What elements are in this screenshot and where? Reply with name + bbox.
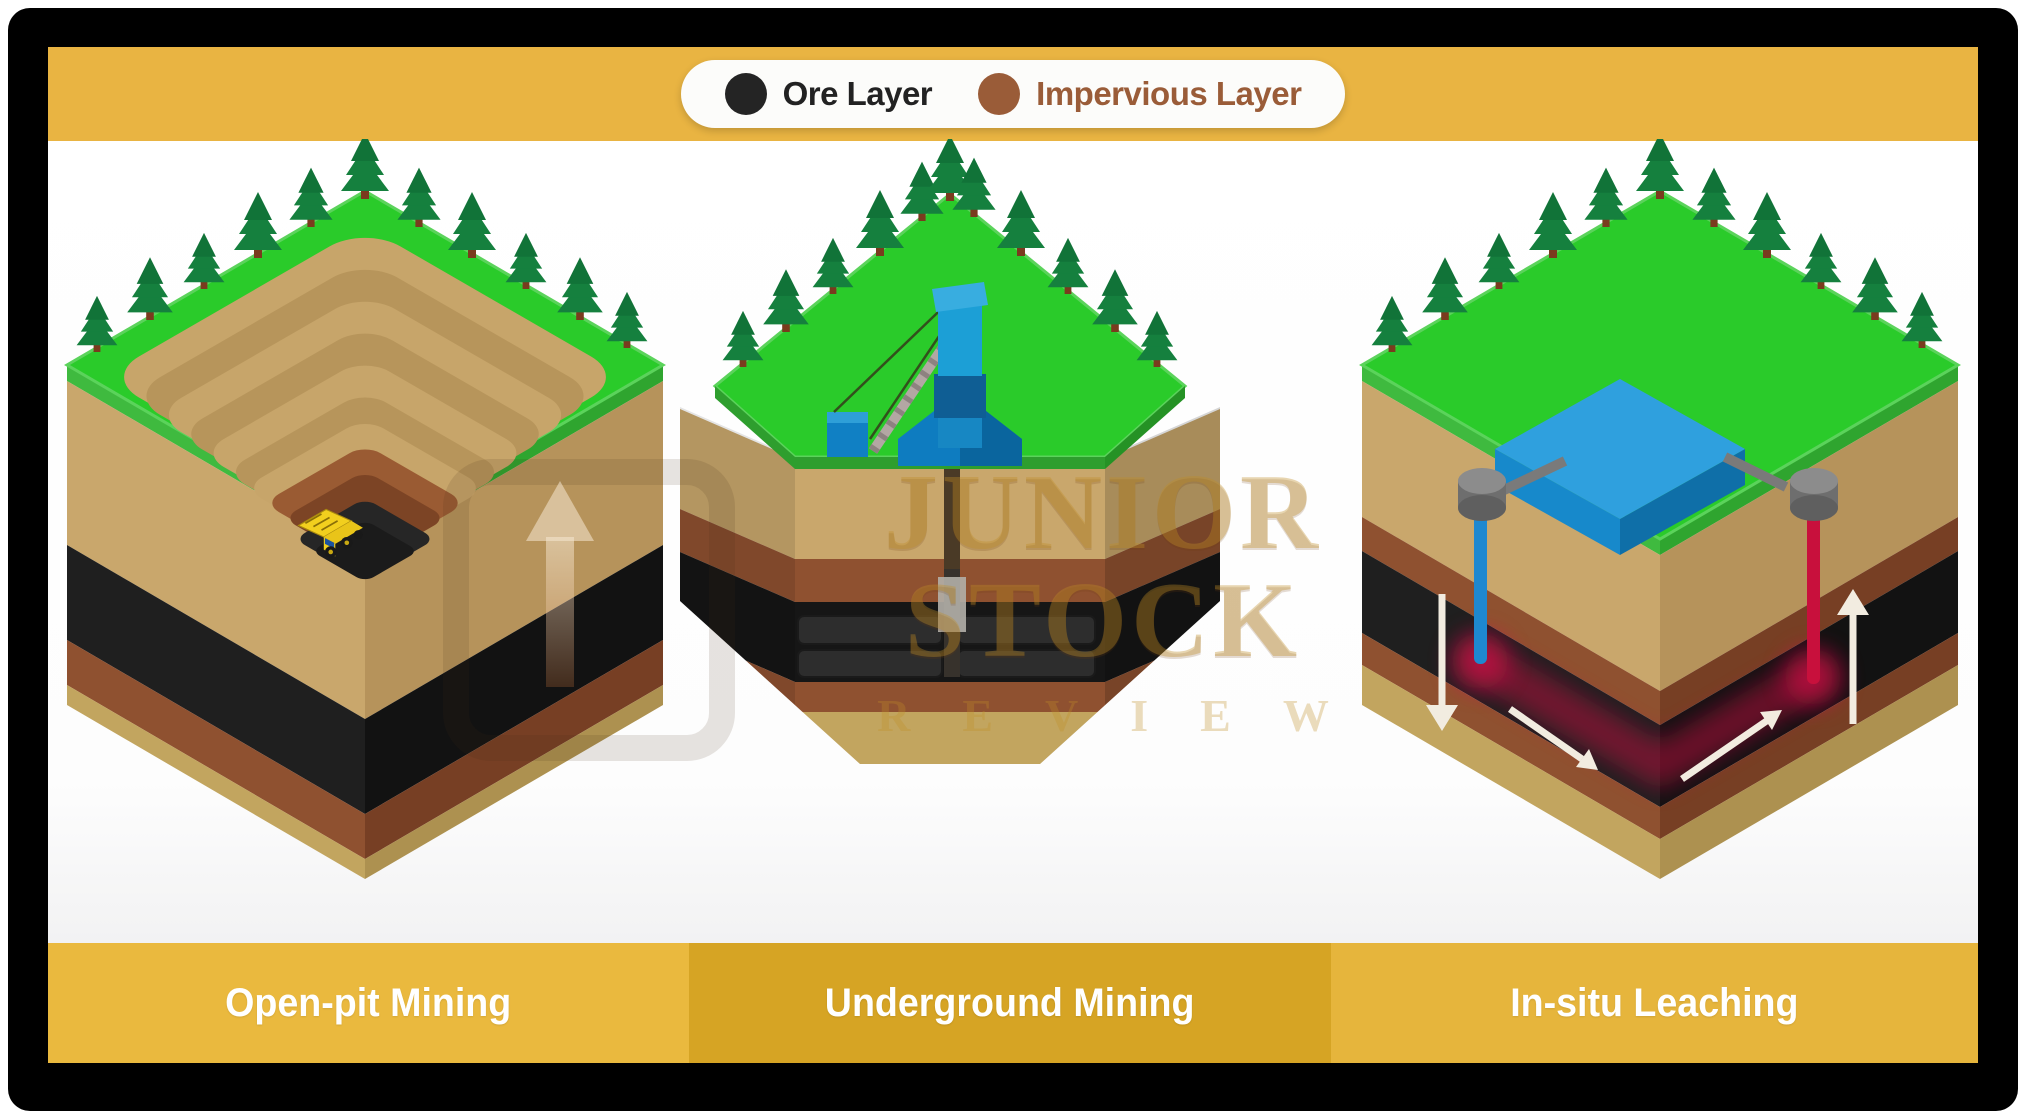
footer-panel-insitu: In-situ Leaching <box>1331 943 1978 1063</box>
legend-label-impervious: Impervious Layer <box>1036 75 1302 112</box>
surface-pipes <box>1499 452 1789 496</box>
grass-rim-left <box>715 386 795 469</box>
header-band: Ore Layer Impervious Layer <box>48 47 1978 141</box>
footer-bar: Open-pit Mining Underground Mining In-si… <box>48 943 1978 1063</box>
footer-panel-underground: Underground Mining <box>689 943 1331 1063</box>
legend-label-ore: Ore Layer <box>782 75 933 112</box>
terraced-pit <box>124 237 606 580</box>
footer-panel-open-pit: Open-pit Mining <box>48 943 689 1063</box>
legend-item-ore: Ore Layer <box>724 73 933 115</box>
legend-item-impervious: Impervious Layer <box>978 73 1302 115</box>
hoist-house <box>827 412 868 457</box>
insitu-title: In-situ Leaching <box>1510 980 1799 1025</box>
shaft-cage <box>938 577 966 632</box>
black-frame: Ore Layer Impervious Layer <box>8 8 2018 1111</box>
mine-shaft <box>938 457 966 677</box>
headframe <box>898 282 1022 466</box>
insitu-diagram <box>1359 139 1961 879</box>
recovery-wellhead <box>1790 468 1838 521</box>
ore-layer-dot-icon <box>724 73 767 115</box>
diagram-area: JUNIOR STOCK REVIEW <box>48 139 1978 943</box>
infographic-canvas: Ore Layer Impervious Layer <box>48 47 1978 1063</box>
injection-well-pipe <box>1474 507 1487 664</box>
mine-tunnels <box>797 615 1096 678</box>
impervious-layer-dot-icon <box>978 73 1021 115</box>
open-pit-title: Open-pit Mining <box>225 980 512 1025</box>
underground-diagram <box>680 139 1220 764</box>
recovery-well-pipe <box>1807 507 1820 684</box>
legend: Ore Layer Impervious Layer <box>680 60 1346 128</box>
open-pit-diagram <box>64 139 666 879</box>
flow-arrows <box>1426 589 1869 782</box>
underground-title: Underground Mining <box>825 980 1195 1025</box>
grass-rim-right <box>1105 386 1185 469</box>
injection-wellhead <box>1458 468 1506 521</box>
